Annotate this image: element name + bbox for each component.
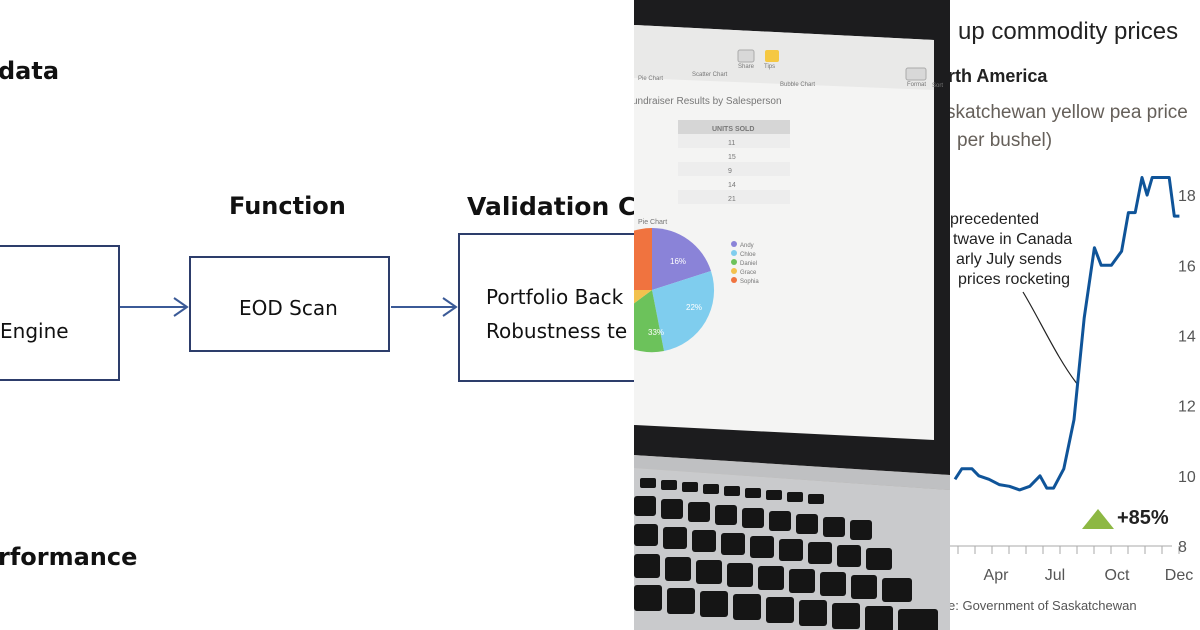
legend-item: Andy	[740, 243, 754, 249]
toolbar-format: Format	[907, 82, 926, 88]
x-tick-label: Oct	[1105, 567, 1130, 584]
table-cell: 14	[728, 182, 736, 189]
function-heading: Function	[229, 192, 346, 220]
portfolio-label-1: Portfolio Back	[486, 285, 624, 309]
engine-box: Engine	[0, 245, 120, 381]
table-cell: 21	[728, 196, 736, 203]
pie-label: 33%	[648, 328, 664, 337]
legend-item: Grace	[740, 270, 757, 276]
pie-slice	[652, 271, 715, 351]
share-icon	[737, 49, 755, 63]
y-tick-label: 18	[1178, 188, 1196, 205]
x-axis-ticks: Apr Jul Oct Dec	[957, 546, 1193, 584]
toolbar-share: Share	[738, 64, 755, 70]
pie-label: 16%	[670, 257, 686, 266]
chart-description-2: per bushel)	[957, 130, 1053, 151]
source-note: e: Government of Saskatchewan	[950, 598, 1137, 613]
x-tick-label: Apr	[984, 567, 1010, 584]
portfolio-label-2: Robustness te	[486, 319, 628, 343]
legend-item: Sophia	[740, 279, 759, 285]
y-axis-ticks: 8 10 12 14 16 18	[1178, 188, 1196, 556]
toolbar-sort: Sort	[932, 83, 943, 89]
price-line-chart: Apr Jul Oct Dec 8 10 12 14 16 18	[950, 176, 1196, 584]
annotation-leader-line	[1022, 291, 1079, 386]
annotation-line-2: twave in Canada	[953, 231, 1073, 248]
annotation-line-1: precedented	[950, 211, 1039, 228]
table-title: undraiser Results by Salesperson	[634, 96, 782, 107]
diagram-panel: data Function Validation Ch rformance En…	[0, 57, 634, 571]
legend-item: Daniel	[740, 261, 757, 267]
performance-heading: rformance	[0, 543, 138, 571]
x-tick-label: Jul	[1045, 567, 1065, 584]
legend-item: Chloe	[740, 252, 756, 258]
annotation-line-4: prices rocketing	[958, 271, 1071, 288]
change-label: +85%	[1117, 507, 1169, 529]
annotation-line-3: arly July sends	[956, 251, 1062, 268]
pie-slice	[634, 290, 664, 353]
table-cell: 15	[728, 154, 736, 161]
laptop-hinge	[634, 455, 950, 490]
arrow-head-1	[173, 297, 189, 317]
pie-slice	[634, 228, 652, 290]
x-tick-label: Dec	[1165, 567, 1193, 584]
chart-title: up commodity prices	[958, 18, 1179, 45]
validation-heading: Validation Ch	[467, 192, 634, 221]
tab-scatter: Scatter Chart	[692, 72, 728, 78]
table-header: UNITS SOLD	[712, 126, 754, 133]
y-tick-label: 16	[1178, 258, 1196, 275]
eod-scan-box: EOD Scan	[189, 256, 390, 352]
pie-chart: 16% 22% 33%	[634, 228, 715, 353]
toolbar-tips: Tips	[764, 64, 775, 70]
table-cell: 11	[728, 140, 735, 147]
pie-title: Pie Chart	[638, 219, 667, 226]
diagram-arrows	[120, 297, 458, 317]
pie-label: 22%	[686, 303, 702, 312]
y-tick-label: 8	[1178, 539, 1187, 556]
format-icon	[905, 67, 927, 81]
eod-scan-label: EOD Scan	[239, 296, 338, 320]
engine-label: Engine	[0, 319, 69, 343]
tips-icon	[765, 50, 779, 62]
table-header-bg	[678, 120, 790, 134]
pie-legend: Andy Chloe Daniel Grace Sophia	[731, 241, 759, 285]
y-tick-label: 10	[1178, 469, 1196, 486]
tab-bubble: Bubble Chart	[780, 82, 815, 88]
arrow-head-2	[442, 297, 458, 317]
pie-slice	[652, 228, 711, 290]
chart-subtitle: rth America	[950, 66, 1048, 86]
price-series-line	[953, 176, 1180, 492]
portfolio-box: Portfolio Back Robustness te	[458, 233, 634, 382]
y-tick-label: 14	[1178, 328, 1196, 345]
ft-chart-panel: up commodity prices rth America skatchew…	[950, 0, 1200, 630]
keyboard-keys	[634, 478, 938, 630]
chart-description-1: skatchewan yellow pea price	[950, 102, 1188, 123]
table-cell: 9	[728, 168, 732, 175]
y-tick-label: 12	[1178, 399, 1196, 416]
laptop-photo-panel: Share Tips Format Sort Pie Chart Scatter…	[634, 0, 950, 630]
app-toolbar	[634, 25, 934, 90]
tab-column: Pie Chart	[638, 76, 663, 82]
up-triangle-icon	[1082, 509, 1114, 529]
data-heading: data	[0, 57, 60, 85]
laptop-illustration: Share Tips Format Sort Pie Chart Scatter…	[634, 0, 950, 630]
table-rows: 11 15 9 14 21	[678, 134, 790, 204]
